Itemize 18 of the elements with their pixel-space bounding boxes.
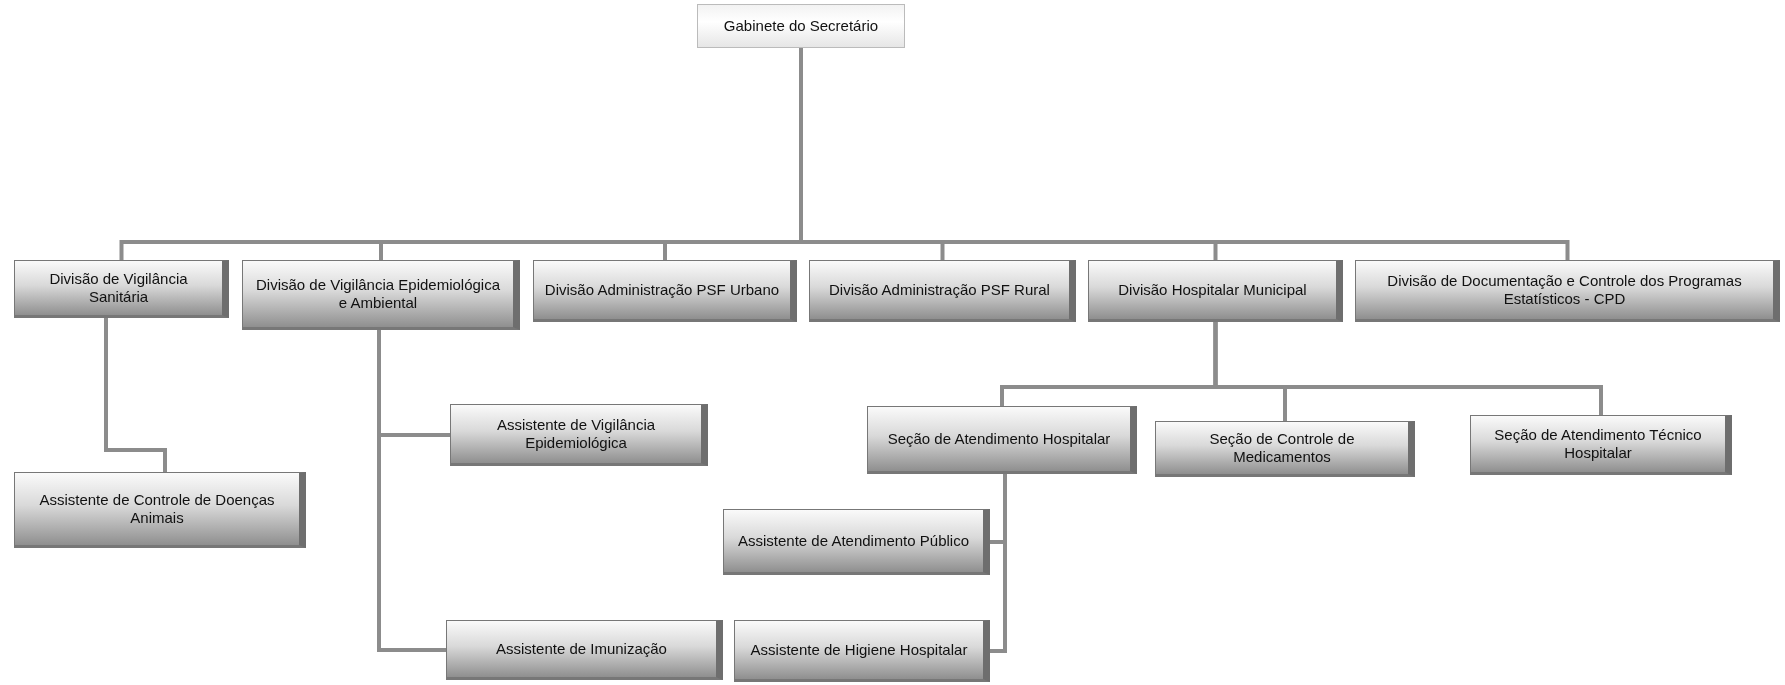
connector-line	[104, 318, 167, 472]
org-unit-box: Assistente de Atendimento Público	[723, 509, 990, 575]
org-unit-box: Assistente de Vigilância Epidemiológica	[450, 404, 708, 466]
org-unit-box: Assistente de Higiene Hospitalar	[734, 620, 990, 682]
org-unit-box: Divisão de Vigilância Epidemiológica e Ambiental	[242, 260, 520, 330]
connector-line	[1213, 322, 1603, 415]
org-unit-box: Divisão de Documentação e Controle dos Programas Estatísticos - CPD	[1355, 260, 1780, 322]
org-unit-box: Assistente de Imunização	[446, 620, 723, 680]
org-unit-box: Seção de Controle de Medicamentos	[1155, 421, 1415, 477]
org-unit-box: Seção de Atendimento Hospitalar	[867, 406, 1137, 474]
org-unit-box: Assistente de Controle de Doenças Animais	[14, 472, 306, 548]
org-unit-box: Divisão Administração PSF Urbano	[533, 260, 797, 322]
org-unit-box: Divisão de Vigilância Sanitária	[14, 260, 229, 318]
org-unit-box: Divisão Administração PSF Rural	[809, 260, 1076, 322]
org-unit-box: Seção de Atendimento Técnico Hospitalar	[1470, 415, 1732, 475]
head-office-box: Gabinete do Secretário	[697, 4, 905, 48]
org-unit-box: Divisão Hospitalar Municipal	[1088, 260, 1343, 322]
connector-line	[377, 330, 446, 652]
